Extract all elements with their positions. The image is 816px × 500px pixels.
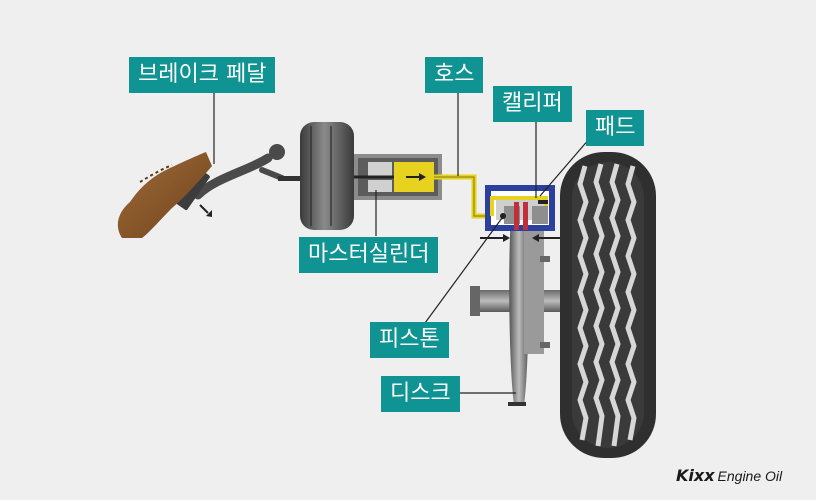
brake-pad-outer [523, 202, 528, 230]
hose-label: 호스 [425, 57, 484, 93]
tire [560, 152, 656, 458]
clamping-force-arrows [480, 234, 562, 242]
leader-lines [213, 92, 591, 394]
brand-product: Engine Oil [717, 468, 783, 484]
caliper [485, 185, 555, 231]
shoe-on-pedal [117, 152, 212, 238]
brake-hose [434, 174, 492, 219]
brake-pedal-label: 브레이크 페달 [129, 57, 276, 93]
disc-label: 디스크 [381, 376, 460, 412]
piston-label: 피스톤 [370, 322, 449, 358]
brake-booster [300, 122, 354, 230]
brake-pad-inner [514, 202, 519, 230]
caliper-label: 캘리퍼 [493, 86, 572, 122]
brake-disc [508, 210, 550, 406]
push-rod [278, 176, 314, 181]
master-cylinder [354, 154, 442, 200]
master-cylinder-label: 마스터실린더 [299, 237, 439, 273]
pad-label: 패드 [586, 110, 645, 146]
brand-name: Kixx [676, 466, 715, 485]
